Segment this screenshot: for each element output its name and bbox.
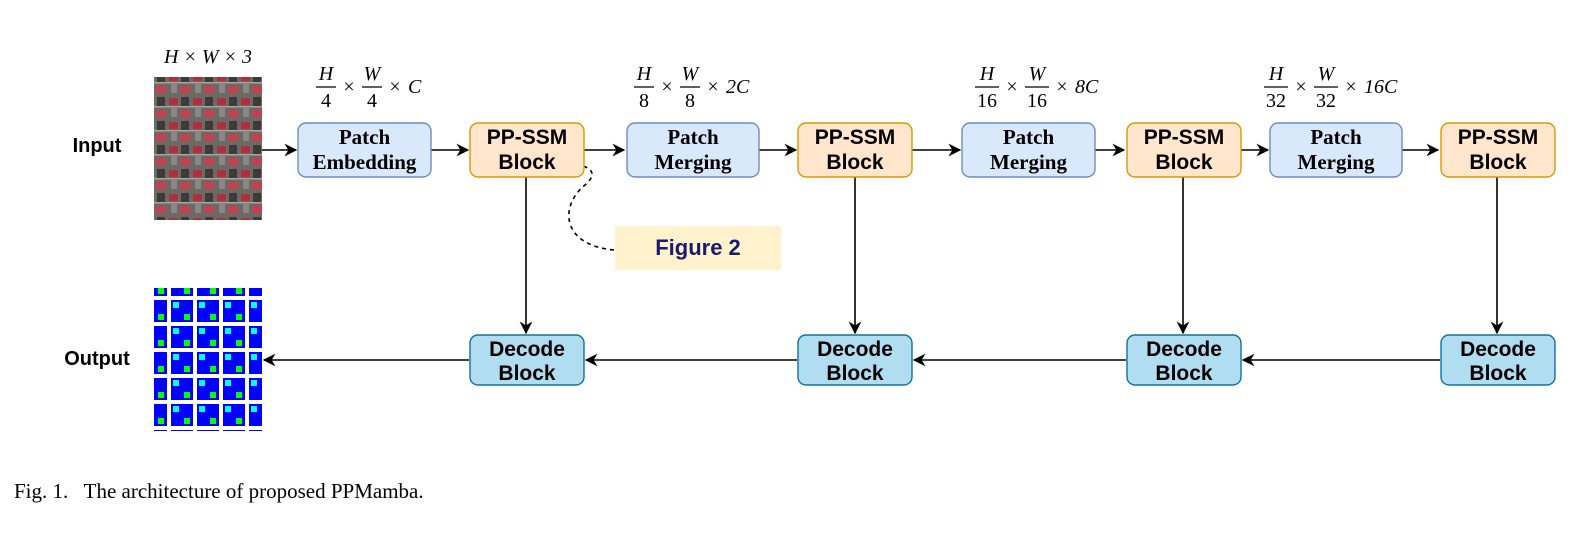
block-label-line1: Patch (1310, 125, 1362, 149)
connector-group (262, 143, 1504, 367)
fraction-denominator: 4 (367, 90, 377, 112)
fraction-denominator: 16 (1027, 90, 1047, 112)
channel-count: 8C (1075, 76, 1099, 98)
block-box (797, 334, 913, 386)
fraction-numerator: W (682, 63, 701, 85)
fraction-denominator: 16 (977, 90, 997, 112)
block-box (469, 122, 585, 178)
times-sign: × (343, 76, 354, 98)
callout-dashed-arrow (564, 157, 615, 251)
block-box (961, 122, 1096, 178)
block-box (1126, 122, 1242, 178)
block-box (1440, 334, 1556, 386)
encoder-row: PatchEmbeddingPP-SSMBlockPatchMergingPP-… (297, 122, 1556, 178)
block-label-line2: Merging (655, 150, 732, 174)
block-label-line2: Block (1469, 362, 1527, 385)
block-label-line1: PP-SSM (815, 126, 896, 149)
decoder-row: DecodeBlockDecodeBlockDecodeBlockDecodeB… (469, 334, 1556, 386)
block-label-line1: PP-SSM (1458, 126, 1539, 149)
block-label-line2: Block (1155, 362, 1213, 385)
fraction-denominator: 8 (639, 90, 649, 112)
block-box (297, 122, 432, 178)
block-label-line2: Block (1469, 151, 1527, 174)
dimension-label: H 4 × W 4 × C (316, 63, 422, 112)
block-label-line1: Decode (1146, 338, 1222, 361)
fraction-numerator: W (1029, 63, 1048, 85)
channel-count: C (408, 76, 422, 98)
block-label-line2: Block (1155, 151, 1213, 174)
fraction-numerator: H (318, 63, 335, 85)
block-label-line2: Block (498, 362, 556, 385)
fraction-numerator: W (1318, 63, 1337, 85)
fraction-numerator: H (636, 63, 653, 85)
block-label-line2: Block (826, 362, 884, 385)
block-box (626, 122, 760, 178)
block-label-line1: Patch (667, 125, 719, 149)
dimension-label: H 32 × W 32 × 16C (1264, 63, 1398, 112)
block-label-line2: Embedding (313, 150, 417, 174)
block-label-line1: PP-SSM (487, 126, 568, 149)
input-label: Input (73, 135, 122, 157)
figure-caption: Fig. 1. The architecture of proposed PPM… (14, 479, 424, 503)
block-label-line1: Decode (1460, 338, 1536, 361)
block-label-line1: Patch (339, 125, 391, 149)
block-label-line2: Block (498, 151, 556, 174)
times-sign: × (389, 76, 400, 98)
input-dims-label: H × W × 3 (163, 46, 252, 68)
fraction-denominator: 32 (1266, 90, 1286, 112)
input-aerial-image (154, 77, 262, 220)
fraction-numerator: H (979, 63, 996, 85)
figure2-callout-label: Figure 2 (655, 235, 741, 260)
block-box (469, 334, 585, 386)
fraction-denominator: 8 (685, 90, 695, 112)
fraction-denominator: 32 (1316, 90, 1336, 112)
block-label-line1: Decode (489, 338, 565, 361)
dimension-label: H 8 × W 8 × 2C (634, 63, 750, 112)
times-sign: × (1295, 76, 1306, 98)
channel-count: 2C (726, 76, 750, 98)
dimension-label: H 16 × W 16 × 8C (975, 63, 1099, 112)
channel-count: 16C (1364, 76, 1398, 98)
fraction-numerator: W (364, 63, 383, 85)
block-label-line1: Decode (817, 338, 893, 361)
times-sign: × (1056, 76, 1067, 98)
times-sign: × (661, 76, 672, 98)
output-label: Output (64, 348, 130, 370)
block-label-line1: Patch (1003, 125, 1055, 149)
block-box (1269, 122, 1403, 178)
times-sign: × (1345, 76, 1356, 98)
dimension-labels: H 4 × W 4 × C H 8 × W 8 × 2C H 16 × W 16 × 8C H 32 × W 32 × 16C (316, 63, 1398, 112)
block-label-line2: Merging (1298, 150, 1375, 174)
figure2-callout-box (615, 226, 781, 270)
fraction-denominator: 4 (321, 90, 331, 112)
output-segmentation-map (154, 288, 262, 431)
block-label-line2: Block (826, 151, 884, 174)
times-sign: × (707, 76, 718, 98)
block-label-line1: PP-SSM (1144, 126, 1225, 149)
block-label-line2: Merging (990, 150, 1067, 174)
block-box (1440, 122, 1556, 178)
fraction-numerator: H (1268, 63, 1285, 85)
block-box (797, 122, 913, 178)
times-sign: × (1006, 76, 1017, 98)
block-box (1126, 334, 1242, 386)
